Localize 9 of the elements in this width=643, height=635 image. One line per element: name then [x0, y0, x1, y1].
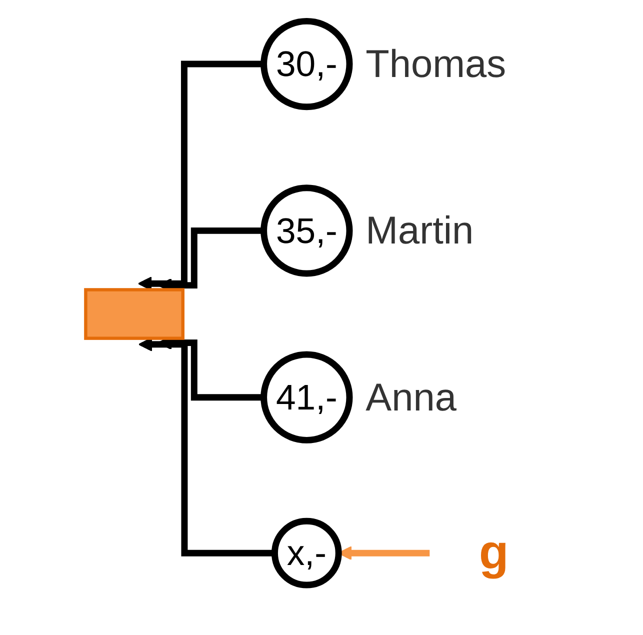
node-box: [84, 288, 184, 340]
person-name: Thomas: [366, 43, 506, 86]
node-circle: x,-: [271, 518, 342, 588]
person-name: Martin: [366, 210, 474, 253]
node-circle: 30,-: [260, 18, 353, 110]
node-text: g: [479, 526, 509, 580]
node-circle: 35,-: [260, 184, 353, 277]
person-name: Anna: [366, 376, 456, 420]
node-circle: 41,-: [260, 351, 353, 444]
